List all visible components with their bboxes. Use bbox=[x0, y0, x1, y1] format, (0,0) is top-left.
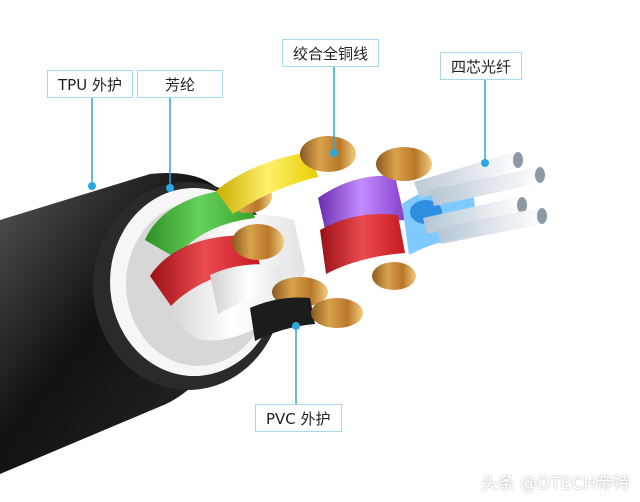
yellow-conductor bbox=[216, 152, 318, 214]
yellow-copper-end bbox=[300, 136, 356, 172]
optical-fiber-1 bbox=[414, 152, 522, 198]
label-copper-wire: 绞合全铜线 bbox=[282, 39, 380, 67]
callout-marker-aramid bbox=[166, 184, 174, 192]
red-conductor-secondary bbox=[320, 214, 405, 274]
optical-fiber-1-tip bbox=[513, 152, 523, 168]
callout-marker-fiber bbox=[481, 159, 489, 167]
black-copper-end bbox=[311, 298, 363, 328]
callout-marker-copper bbox=[330, 149, 338, 157]
purple-copper-end bbox=[376, 147, 432, 181]
optical-fiber-4-tip bbox=[537, 208, 547, 224]
label-pvc-jacket: PVC 外护 bbox=[255, 404, 342, 432]
callout-marker-pvc bbox=[292, 322, 300, 330]
optical-fiber-2-tip bbox=[535, 167, 545, 183]
red-copper-end bbox=[232, 224, 284, 260]
label-aramid: 芳纶 bbox=[137, 70, 223, 98]
optical-fiber-3 bbox=[423, 197, 525, 234]
label-tpu-jacket: TPU 外护 bbox=[47, 70, 133, 98]
callout-marker-tpu bbox=[88, 182, 96, 190]
red-secondary-copper-end bbox=[372, 262, 416, 290]
label-optical-core: 四芯光纤 bbox=[440, 52, 523, 80]
red-conductor bbox=[150, 235, 260, 306]
watermark-text: 头条 @DTECH帝特 bbox=[480, 474, 630, 494]
green-conductor bbox=[145, 189, 255, 258]
optical-fiber-4 bbox=[437, 208, 545, 244]
optical-fiber-2 bbox=[430, 167, 543, 206]
white-lower-core bbox=[210, 264, 286, 314]
black-lower-core bbox=[250, 297, 315, 341]
optical-fiber-3-tip bbox=[517, 197, 527, 213]
